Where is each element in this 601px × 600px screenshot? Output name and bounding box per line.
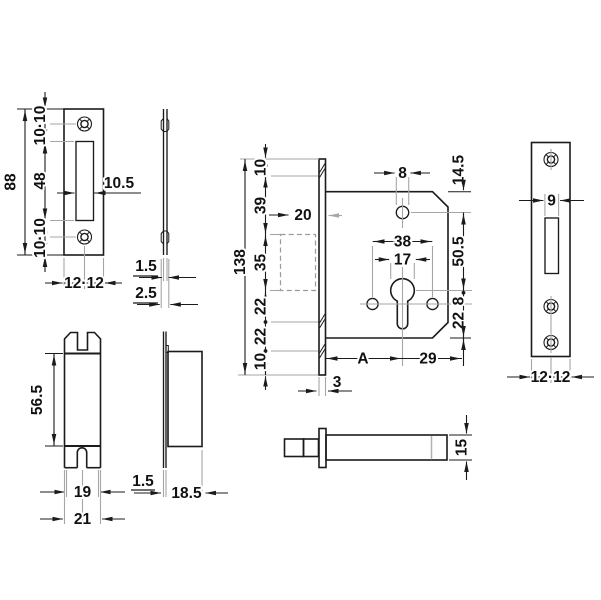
dust-box-side-view: 1.5 18.5 [130, 331, 228, 504]
strike-plate-edge-dimensions: 1.5 2.5 [133, 256, 198, 308]
dim-backset: A [357, 351, 368, 368]
bolt-flange [318, 427, 327, 469]
dim-slot-height: 48 [32, 172, 49, 190]
dim-cylinder-to-rear-edge: 29 [419, 351, 437, 368]
strike-plate-front-dimensions: 88 10·10 48 10·10 10.5 [1, 92, 141, 294]
dim-box-depth: 18.5 [171, 485, 202, 502]
dim-overall-height: 88 [3, 173, 20, 191]
bolt-tail-step1 [283, 438, 305, 458]
screw-hole [76, 116, 93, 132]
bolt-body [325, 434, 448, 461]
faceplate-screw-marks [319, 163, 326, 359]
dim-cylinder-dia: 17 [394, 252, 411, 269]
dust-box-front-view: 56.5 19 21 [27, 331, 125, 530]
dim-plate-thickness: 1.5 [135, 258, 157, 275]
lock-case-body [325, 190, 449, 339]
dim-top-hole-dia: 8 [398, 165, 407, 182]
dim-overall-thickness: 2.5 [135, 285, 157, 302]
dim-width-segments2: 12·12 [531, 369, 571, 386]
dim-cylinder-to-screw-holes: 8 [451, 296, 468, 305]
dim-bolt-height: 15 [454, 439, 471, 457]
dim-faceplate-thickness: 3 [333, 374, 342, 391]
dim-edge-to-top-hole: 14.5 [451, 155, 468, 186]
dim-slot-width: 10.5 [104, 175, 135, 192]
dim-slot-width2: 9 [547, 193, 556, 210]
dim-box-body-height: 56.5 [29, 385, 46, 416]
dim-seg-bottom: 10 [253, 353, 270, 370]
dim-seg-4: 22 [253, 298, 270, 315]
dim-width-segments: 12·12 [64, 275, 104, 292]
dim-case-overall-height: 138 [232, 249, 249, 275]
dim-top-segments: 10·10 [32, 106, 49, 146]
strike-plate2-dimensions: 9 12·12 [507, 191, 594, 388]
dim-seg-top: 10 [253, 159, 270, 176]
strike-plate-edge-view: 1.5 2.5 [133, 109, 198, 308]
dim-flange-thickness: 1.5 [132, 473, 154, 490]
bolt-tail-step2 [302, 438, 320, 458]
dim-faceplate-width: 20 [294, 207, 311, 224]
dim-screw-holes-to-bottom: 22 [451, 312, 468, 329]
faceplate-edge [318, 158, 327, 376]
strike-plate2-front-view: 9 12·12 [507, 141, 594, 388]
screw-hole [76, 229, 93, 245]
dim-box-outer-width: 21 [74, 511, 92, 528]
dim-top-hole-to-cylinder: 50.5 [451, 236, 468, 267]
lock-case-view: 138 10 39 35 22 22 10 20 8 [230, 144, 472, 396]
dim-seg-5: 22 [253, 328, 270, 345]
dim-bottom-segments: 10·10 [32, 218, 49, 258]
dust-box-front-dimensions: 56.5 19 21 [27, 353, 125, 530]
dim-seg-2: 39 [253, 197, 270, 215]
strike-plate-front-view: 88 10·10 48 10·10 10.5 [1, 92, 141, 294]
dim-seg-3: 35 [253, 254, 270, 272]
dust-box-side-dimensions: 1.5 18.5 [130, 450, 228, 504]
bolt-side-view: 15 [283, 415, 473, 480]
dim-screw-hole-spacing: 38 [394, 234, 412, 251]
dim-box-inner-width: 19 [74, 484, 92, 501]
centerlines [360, 198, 472, 366]
bolt-dimensions: 15 [449, 415, 473, 480]
lock-case-left-dimensions: 138 10 39 35 22 22 10 20 [230, 144, 342, 390]
faceplate-thickness-dimension: 3 [298, 372, 352, 396]
lock-case-front-dimensions: 8 14.5 50.5 8 22 38 [325, 153, 471, 370]
mortise-outline-dashed [279, 233, 317, 292]
